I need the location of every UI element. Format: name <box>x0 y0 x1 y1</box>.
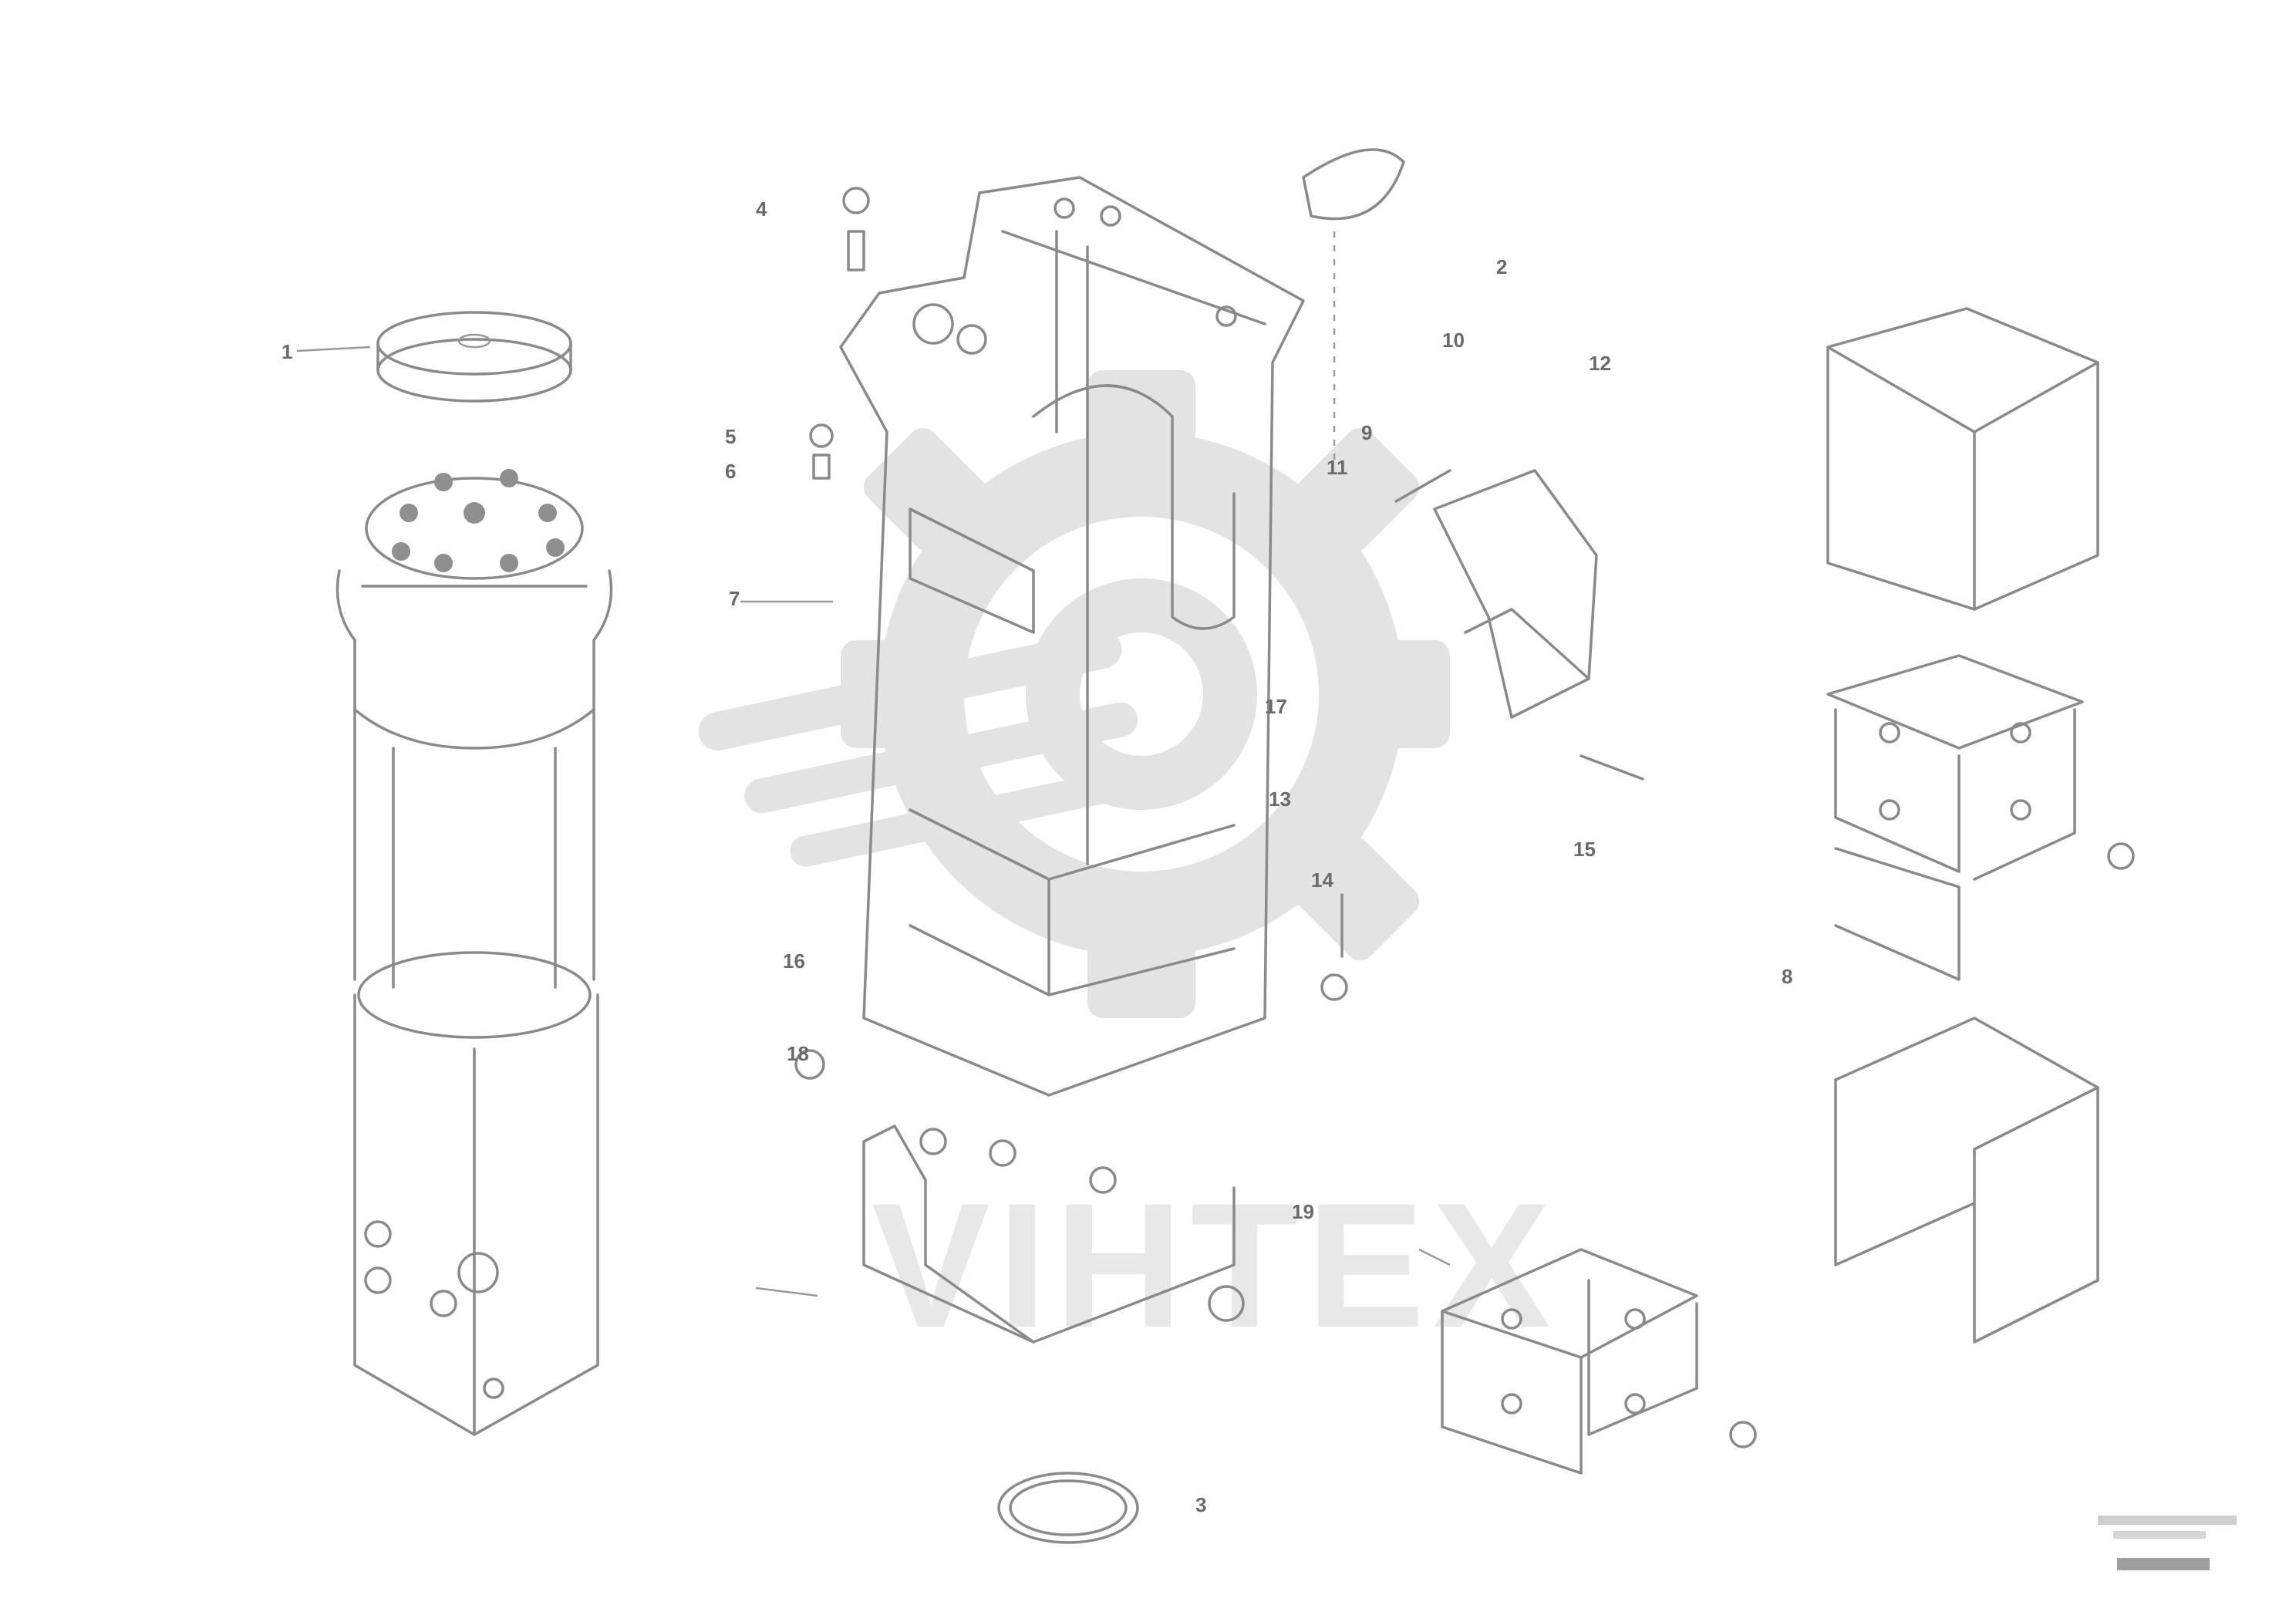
watermark-text: VIHTEX <box>872 1166 1559 1364</box>
callout-8: 8 <box>1782 965 1792 988</box>
callout-13: 13 <box>1269 787 1291 811</box>
housing-frame <box>839 176 1305 1344</box>
callout-7: 7 <box>729 587 740 610</box>
cover-parts <box>1441 307 2135 1475</box>
callout-4: 4 <box>756 197 767 221</box>
callout-1: 1 <box>282 340 292 363</box>
leader-lines <box>296 346 1451 1297</box>
callout-3: 3 <box>1195 1493 1206 1516</box>
callout-18: 18 <box>787 1042 809 1065</box>
callout-6: 6 <box>725 460 736 483</box>
callout-5: 5 <box>725 425 736 448</box>
callout-10: 10 <box>1442 329 1465 352</box>
callouts: 1 2 3 4 5 6 7 8 9 10 11 12 13 14 15 16 1… <box>282 197 1792 1516</box>
callout-9: 9 <box>1361 421 1372 444</box>
fasteners <box>794 148 1644 1544</box>
watermark-logo: VIHTEX <box>698 370 1559 1364</box>
callout-2: 2 <box>1496 255 1507 278</box>
hammer-cylinder-assembly <box>335 311 613 1436</box>
callout-14: 14 <box>1311 868 1333 892</box>
callout-16: 16 <box>783 949 805 973</box>
callout-12: 12 <box>1589 352 1611 375</box>
callout-17: 17 <box>1265 695 1287 718</box>
callout-15: 15 <box>1573 838 1596 861</box>
callout-11: 11 <box>1327 456 1348 479</box>
drawing-code <box>2098 1516 2237 1570</box>
callout-19: 19 <box>1292 1200 1314 1223</box>
